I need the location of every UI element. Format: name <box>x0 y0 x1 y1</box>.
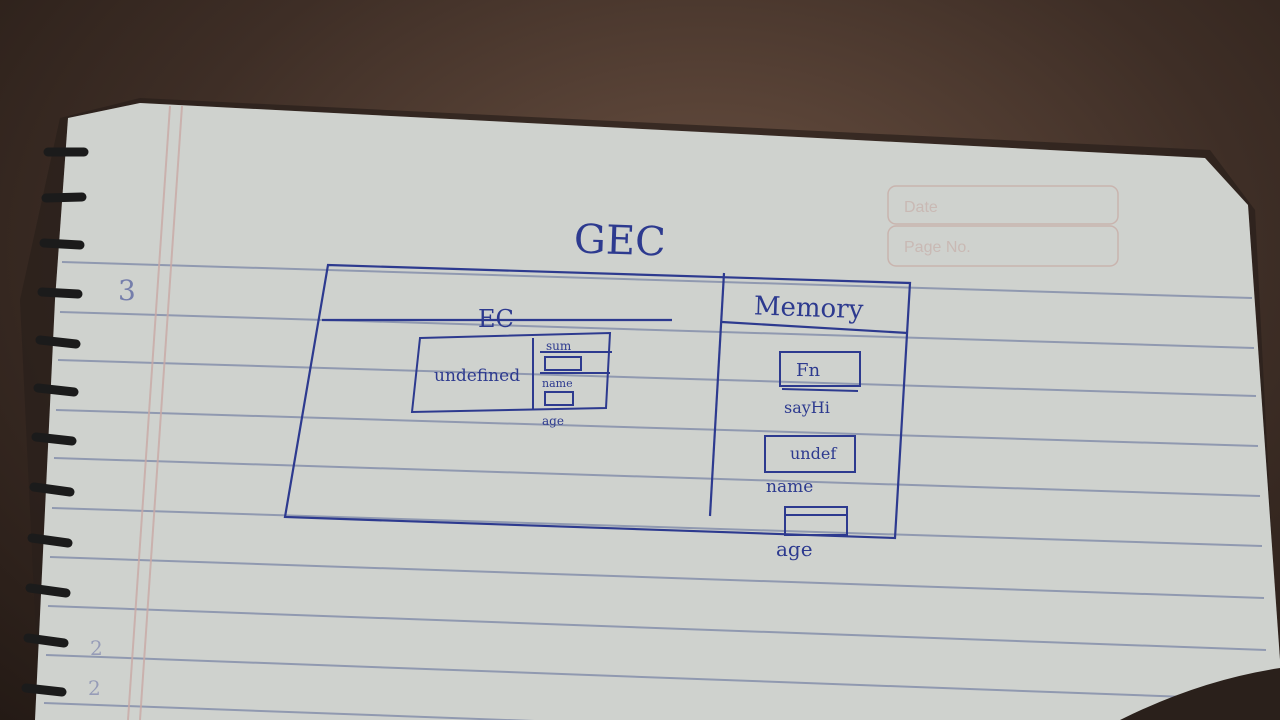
memory-box-undef <box>764 435 856 473</box>
ec-slot-3: name <box>542 377 573 390</box>
memory-heading: Memory <box>753 291 864 325</box>
memory-box-age <box>784 506 848 536</box>
ec-slot-4: age <box>542 414 564 428</box>
gec-divider <box>708 272 726 517</box>
margin-mark-1: 3 <box>118 274 136 307</box>
ruled-lines <box>43 261 1269 720</box>
sketch-title: GEC <box>573 216 666 265</box>
page-no-label: Page No. <box>904 239 971 256</box>
memory-entry-1-box: Fn <box>796 360 820 381</box>
margin-lines <box>127 105 183 720</box>
margin-mark-2: 2 <box>90 636 103 660</box>
memory-entry-2-label: name <box>766 477 813 497</box>
notebook-page <box>35 103 1280 720</box>
corner-shadow <box>1120 668 1280 720</box>
memory-entry-1-label: sayHi <box>784 398 830 417</box>
ec-label: EC <box>478 305 514 333</box>
gec-diagram <box>283 263 912 540</box>
date-pageno-header <box>887 185 1119 267</box>
memory-entry-2-box: undef <box>790 444 837 463</box>
margin-mark-3: 2 <box>88 676 101 700</box>
page-shading <box>35 103 1280 720</box>
memory-boxes <box>764 351 861 536</box>
memory-box-fn <box>779 351 861 387</box>
ec-slot-1: sum <box>546 339 572 353</box>
ec-undefined-text: undefined <box>434 366 520 386</box>
memory-entry-3-label: age <box>776 537 813 561</box>
memory-underline <box>721 320 909 335</box>
date-label: Date <box>904 199 938 216</box>
gec-outer-box <box>283 263 912 540</box>
ec-value-box <box>410 331 612 414</box>
spiral-binding <box>21 147 89 697</box>
